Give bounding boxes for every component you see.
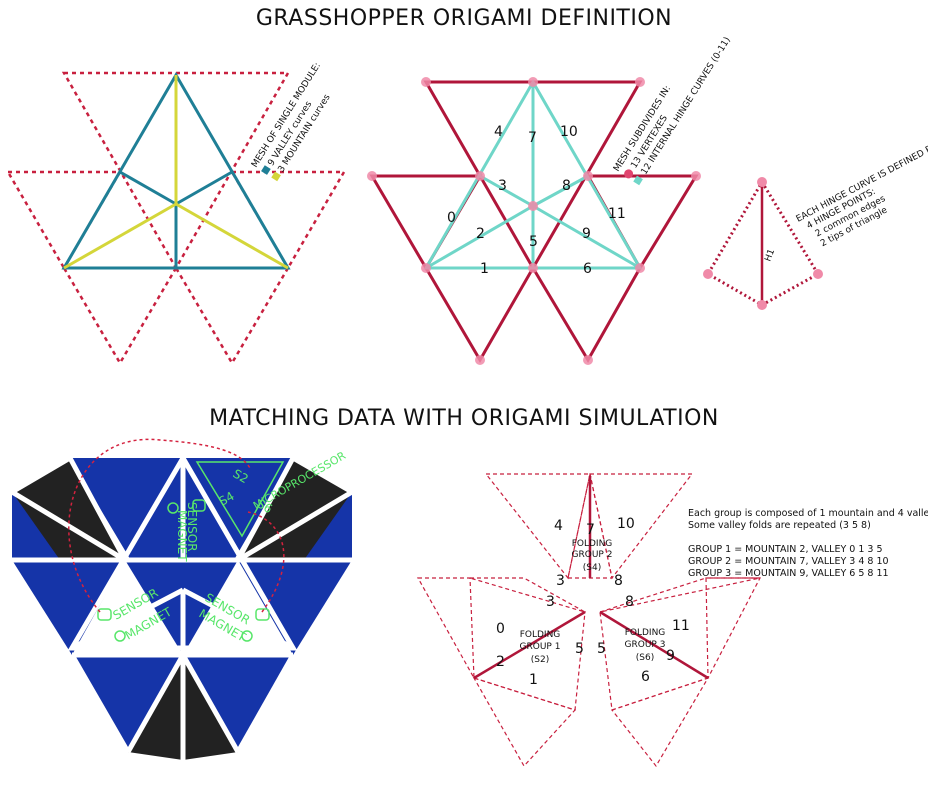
group3-label: FOLDING (625, 628, 666, 638)
hinge-label: 3 (498, 178, 507, 194)
hinge-label: 4 (554, 518, 563, 534)
hinge-label: 5 (575, 641, 584, 657)
hinge-label: 8 (625, 594, 634, 610)
mountain-swatch (271, 171, 281, 182)
hinge-number-labels: 0 1 2 3 4 5 6 7 8 9 10 11 (447, 124, 626, 277)
definition-title: GRASSHOPPER ORIGAMI DEFINITION (255, 6, 673, 31)
hinge-label: 2 (476, 226, 485, 242)
mountain-folds (473, 476, 709, 680)
simulation-hinge-labels: 4 7 10 3 8 3 8 0 2 1 5 5 6 9 11 (496, 516, 690, 688)
magnet-label: MAGNET (175, 510, 189, 562)
hinge-label: 0 (496, 621, 505, 637)
group3-label: GROUP 3 (625, 640, 666, 650)
hinge-label: 4 (494, 124, 503, 140)
matching-title: MATCHING DATA WITH ORIGAMI SIMULATION (209, 406, 719, 431)
hinge-points (703, 177, 823, 310)
module-legend: MESH OF SINGLE MODULE: 9 VALLEY curves 3… (250, 61, 333, 182)
note-line: GROUP 3 = MOUNTAIN 9, VALLEY 6 5 8 11 (688, 568, 889, 579)
hinge-label: 5 (597, 641, 606, 657)
s2-label: S2 (231, 466, 251, 486)
hinge-legend: EACH HINGE CURVE IS DEFINED BY 4 HINGE P… (795, 142, 928, 250)
group1-label: GROUP 1 (520, 642, 561, 652)
sensor-markers (97, 461, 285, 642)
mesh-vertexes (367, 77, 701, 365)
group3-label: (S6) (636, 653, 654, 663)
mesh-legend: MESH SUBDIVIDES IN: 13 VERTEXES 12 INTER… (612, 36, 733, 186)
hinge-label: 1 (480, 261, 489, 277)
mesh-subdivision-diagram: 0 1 2 3 4 5 6 7 8 9 10 11 MESH SUBDIVIDE… (367, 36, 733, 365)
hinge-label: 6 (641, 669, 650, 685)
hinge-label: 6 (583, 261, 592, 277)
hinge-label: 10 (560, 124, 578, 140)
physical-device-diagram: S2 S4 MICROPROCESSOR S6 MAGNET SENSOR SE… (10, 438, 354, 790)
hinge-label: 8 (562, 178, 571, 194)
folding-group-labels: FOLDING GROUP 2 (S4) FOLDING GROUP 1 (S2… (520, 539, 666, 665)
hinge-label: 0 (447, 210, 456, 226)
group2-label: GROUP 2 (572, 550, 613, 560)
sensor-label: SENSOR (185, 502, 199, 552)
hinge-label: 3 (556, 573, 565, 589)
hinge-label: 3 (546, 594, 555, 610)
s6-label: S6 (255, 496, 275, 516)
note-line: Each group is composed of 1 mountain and… (688, 508, 928, 519)
hinge-label: 9 (666, 648, 675, 664)
hinge-label: 2 (496, 654, 505, 670)
mountain-curves (63, 75, 289, 270)
hinge-label: 5 (529, 234, 538, 250)
group2-label: (S4) (583, 563, 601, 573)
note-line: GROUP 2 = MOUNTAIN 7, VALLEY 3 4 8 10 (688, 556, 889, 567)
hinge-label: 8 (614, 573, 623, 589)
white-creases (10, 453, 354, 790)
valley-swatch (261, 165, 271, 175)
hinge-h1-label: H1 (763, 248, 777, 263)
sensor-wires (68, 438, 285, 613)
hinge-definition-diagram: H1 EACH HINGE CURVE IS DEFINED BY 4 HING… (703, 142, 928, 310)
s4-label: S4 (217, 489, 237, 509)
group-notes: Each group is composed of 1 mountain and… (688, 508, 928, 579)
hinge-label: 10 (617, 516, 635, 532)
hinge-label: 7 (586, 522, 595, 538)
note-line: Some valley folds are repeated (3 5 8) (688, 520, 871, 531)
valley-curves (61, 72, 291, 270)
single-module-diagram: MESH OF SINGLE MODULE: 9 VALLEY curves 3… (5, 61, 347, 366)
hinge-swatch (633, 175, 643, 186)
hinge-label: 1 (529, 672, 538, 688)
group1-label: (S2) (531, 655, 549, 665)
hinge-label: 7 (528, 130, 537, 146)
folding-simulation-diagram: 4 7 10 3 8 3 8 0 2 1 5 5 6 9 11 FOLDING … (416, 473, 928, 768)
group2-label: FOLDING (572, 539, 613, 549)
hinge-label: 11 (672, 618, 690, 634)
hinge-label: 11 (608, 206, 626, 222)
blue-wedges (12, 492, 352, 560)
vertex-swatch (624, 169, 634, 179)
group1-label: FOLDING (520, 630, 561, 640)
hinge-label: 9 (582, 226, 591, 242)
note-line: GROUP 1 = MOUNTAIN 2, VALLEY 0 1 3 5 (688, 544, 883, 555)
